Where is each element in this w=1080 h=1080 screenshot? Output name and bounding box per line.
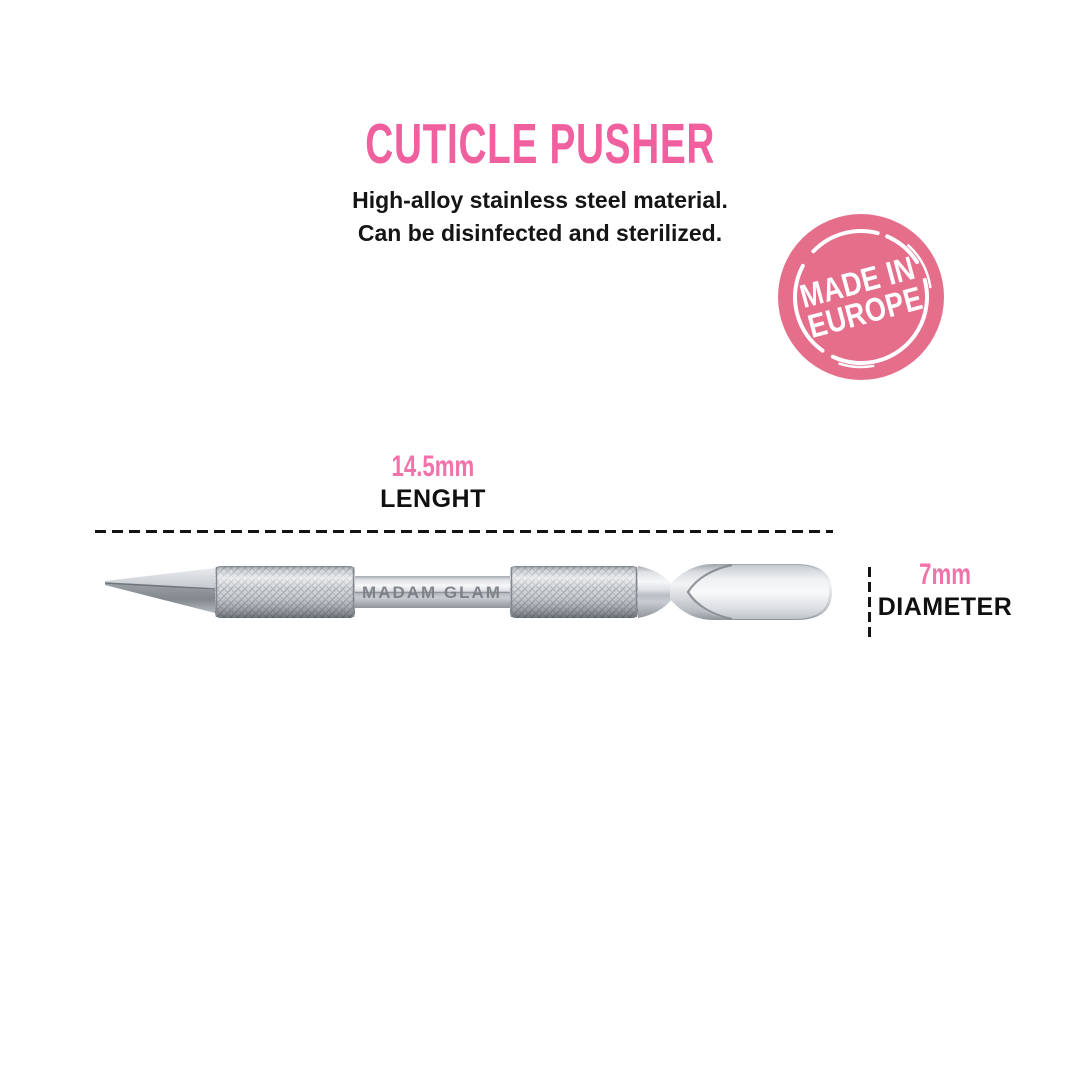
- length-value: 14.5mm: [391, 450, 475, 483]
- diameter-measurement: 7mm DIAMETER: [860, 558, 1030, 621]
- tool-knurl-left: [215, 566, 355, 618]
- diameter-label: DIAMETER: [877, 593, 1013, 621]
- tool-knurl-right: [510, 566, 638, 618]
- product-description: High-alloy stainless steel material. Can…: [0, 184, 1080, 250]
- length-measurement: 14.5mm LENGHT: [333, 450, 533, 513]
- description-line-2: Can be disinfected and sterilized.: [357, 220, 723, 246]
- badge-stamp-icon: [778, 214, 944, 380]
- tool-neck: [638, 566, 672, 618]
- description-line-1: High-alloy stainless steel material.: [352, 187, 728, 213]
- product-title: CUTICLE PUSHER: [365, 112, 715, 176]
- tool-pusher-head: [670, 563, 832, 621]
- tool-shaft: MADAM GLAM: [355, 576, 510, 608]
- diameter-dimension-line: [868, 567, 871, 637]
- diameter-value: 7mm: [919, 558, 971, 591]
- length-dimension-line: [95, 530, 833, 533]
- tool-blade-tip: [104, 568, 216, 613]
- length-label: LENGHT: [380, 485, 486, 513]
- cuticle-pusher-image: MADAM GLAM: [104, 563, 832, 621]
- tool-engraving: MADAM GLAM: [362, 583, 502, 602]
- made-in-europe-badge: MADE IN EUROPE: [778, 214, 944, 380]
- page-title: CUTICLE PUSHER: [0, 116, 1080, 173]
